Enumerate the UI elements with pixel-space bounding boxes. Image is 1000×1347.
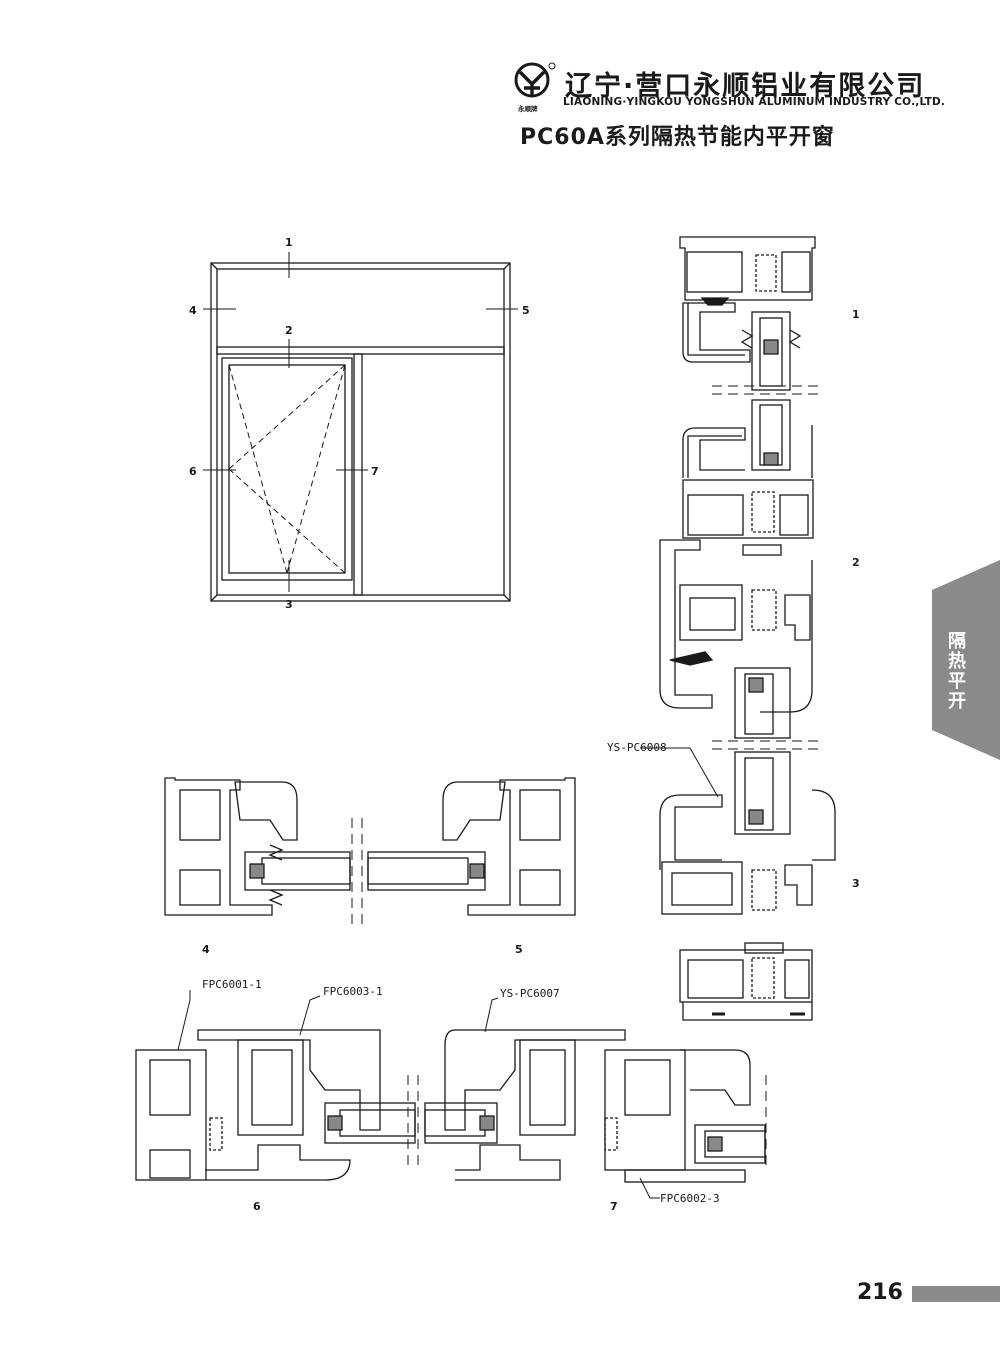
leader-lines [177,747,719,1199]
company-name-cn: 辽宁·营口永顺铝业有限公司 [565,71,926,102]
elevation-label-6: 6 [189,465,197,478]
side-tab-shape [932,560,1000,760]
elevation-label-5: 5 [522,304,530,317]
horizontal-section-4-5 [164,777,576,925]
code-fpc6003-1: FPC6003-1 [323,985,383,998]
code-fpc6002-3: FPC6002-3 [660,1192,720,1205]
section-label-5: 5 [515,943,523,956]
section-label-7: 7 [610,1200,618,1213]
code-ys-pc6008: YS-PC6008 [607,741,667,754]
elevation-labels: 1 2 3 4 5 6 7 [189,236,530,611]
section-label-4: 4 [202,943,210,956]
code-fpc6001-1: FPC6001-1 [202,978,262,991]
elevation-label-1: 1 [285,236,293,249]
section-label-1: 1 [852,308,860,321]
company-logo-icon [514,62,556,98]
elevation-label-7: 7 [371,465,379,478]
horizontal-section-6-7 [135,1029,767,1183]
page-number-bar [912,1286,1000,1302]
window-elevation [203,252,518,602]
section-label-6: 6 [253,1200,261,1213]
vertical-section-profile [659,236,836,1021]
side-tab-label: 隔热平开 [948,631,966,712]
page-number: 216 [857,1280,903,1305]
page-title: PC60A系列隔热节能内平开窗 [520,125,835,150]
elevation-label-4: 4 [189,304,197,317]
profile-codes: YS-PC6008 FPC6001-1 FPC6003-1 YS-PC6007 … [202,741,720,1205]
code-ys-pc6007: YS-PC6007 [500,987,560,1000]
elevation-label-2: 2 [285,324,293,337]
company-name-en: LIAONING·YINGKOU YONGSHUN ALUMINUM INDUS… [563,96,946,108]
section-label-2: 2 [852,556,860,569]
section-label-3: 3 [852,877,860,890]
section-labels: 1 2 3 4 5 6 7 [202,308,860,1213]
trademark-text: 永顺牌 [518,105,538,113]
elevation-label-3: 3 [285,598,293,611]
